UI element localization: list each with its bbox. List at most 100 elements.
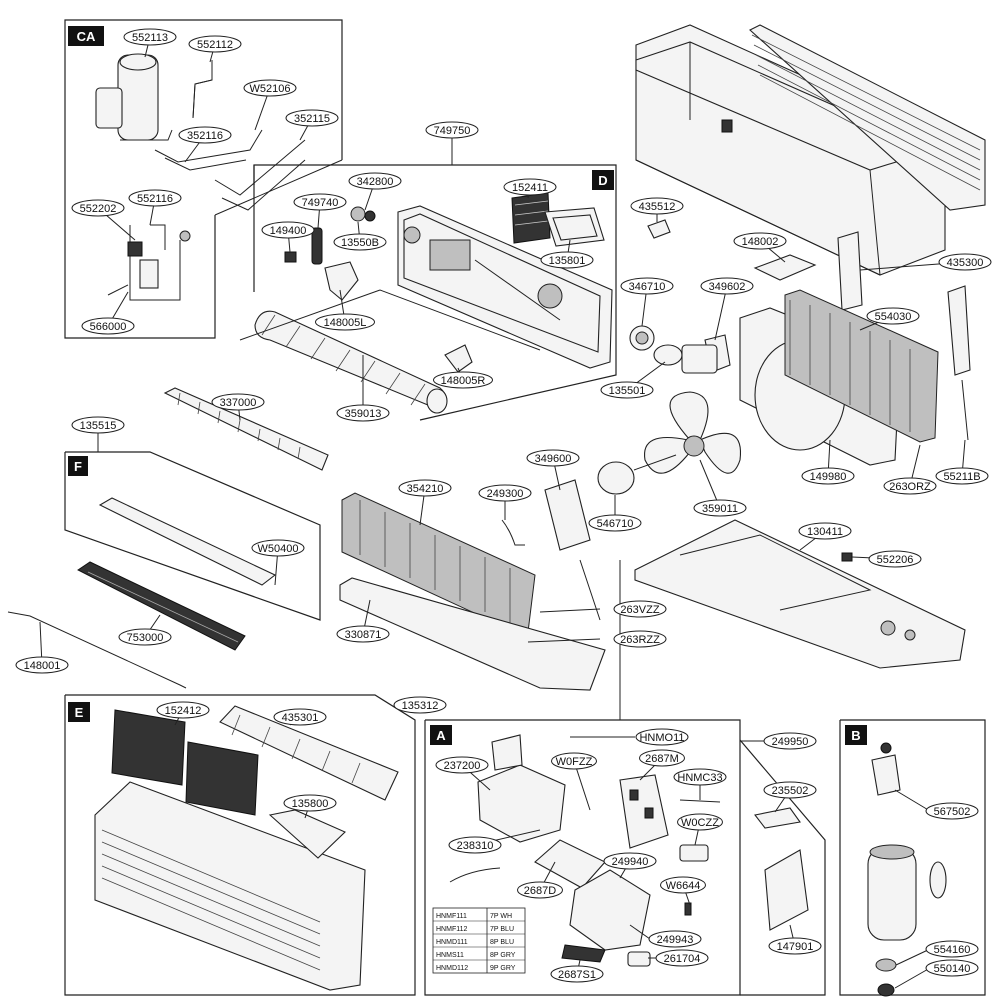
- callout-oval: [398, 479, 452, 497]
- callout-oval: [15, 656, 69, 674]
- section-tag-e: E: [75, 705, 84, 720]
- callout-label: 2687S1: [558, 969, 596, 981]
- callout-label: 249943: [657, 934, 694, 946]
- callout-130411: 130411: [798, 522, 852, 540]
- section-b-frame: [839, 719, 986, 996]
- callout-oval: [677, 813, 723, 831]
- callout-label: 554160: [934, 944, 971, 956]
- callout-label: 352115: [294, 113, 330, 125]
- callout-749740: 749740: [293, 193, 347, 211]
- callout-oval: [925, 940, 979, 958]
- callout-label: 346710: [629, 281, 666, 293]
- callout-label: 552113: [132, 32, 168, 44]
- callout-oval: [178, 126, 232, 144]
- callout-oval: [433, 371, 493, 389]
- callout-238310: 238310: [448, 836, 502, 854]
- callout-359013: 359013: [336, 404, 390, 422]
- harness-code-3: HNMS11: [436, 952, 464, 959]
- bracket-552206: [841, 552, 853, 562]
- callout-w0fzz: W0FZZ: [551, 752, 597, 770]
- callout-oval: [123, 28, 177, 46]
- callout-hnmo11: HNMO11: [635, 728, 689, 746]
- harness-code-0: HNMF111: [436, 913, 467, 920]
- bracket-148005R: [444, 344, 473, 373]
- callout-label: 2687D: [524, 885, 556, 897]
- blower-wheel-359013: [254, 310, 448, 414]
- callout-oval: [620, 277, 674, 295]
- callout-oval: [71, 199, 125, 217]
- filter-152412: [111, 709, 259, 816]
- callout-263orz: 263ORZ: [883, 477, 937, 495]
- fan-motor-546710: [597, 454, 677, 495]
- callout-label: 263VZZ: [620, 604, 659, 616]
- callout-label: W52106: [250, 83, 291, 95]
- callout-label: 135501: [609, 385, 646, 397]
- motor-mount-749740: [311, 227, 323, 265]
- callout-oval: [517, 881, 563, 899]
- callout-135312: 135312: [393, 696, 447, 714]
- callout-oval: [801, 467, 855, 485]
- callout-w52106: W52106: [243, 79, 297, 97]
- callout-label: W0FZZ: [556, 756, 593, 768]
- callout-oval: [693, 499, 747, 517]
- callout-oval: [283, 794, 337, 812]
- callout-label: 552202: [80, 203, 117, 215]
- callout-152412: 152412: [156, 701, 210, 719]
- callout-oval: [868, 550, 922, 568]
- callout-label: 152411: [512, 182, 548, 194]
- callout-label: 249940: [612, 856, 649, 868]
- callout-oval: [393, 696, 447, 714]
- callout-w50400: W50400: [251, 539, 305, 557]
- harness-code-4: HNMD112: [436, 965, 468, 972]
- callout-148005r: 148005R: [433, 371, 493, 389]
- panel-435300: [837, 231, 971, 376]
- callout-oval: [603, 852, 657, 870]
- callout-oval: [435, 756, 489, 774]
- callout-oval: [243, 79, 297, 97]
- evaporator-coil-354210: [341, 492, 536, 636]
- blower-housing-749750: [397, 205, 613, 369]
- grommet-554160: [875, 958, 897, 972]
- callout-label: 554030: [875, 311, 912, 323]
- callout-oval: [866, 307, 920, 325]
- base-pan-130411: [634, 519, 966, 669]
- callout-oval: [733, 232, 787, 250]
- grille-337000: [163, 387, 329, 471]
- callout-oval: [635, 728, 689, 746]
- callout-oval: [588, 514, 642, 532]
- callout-342800: 342800: [348, 172, 402, 190]
- callout-249940: 249940: [603, 852, 657, 870]
- callout-554030: 554030: [866, 307, 920, 325]
- callout-oval: [935, 467, 989, 485]
- callout-oval: [293, 193, 347, 211]
- callout-oval: [613, 600, 667, 618]
- callout-550140: 550140: [925, 959, 979, 977]
- callout-label: 550140: [934, 963, 971, 975]
- callout-oval: [336, 625, 390, 643]
- callout-label: 352116: [187, 130, 223, 142]
- callout-label: HNMO11: [639, 732, 684, 744]
- section-tag-ca: CA: [77, 29, 96, 44]
- panel-147901: [764, 849, 809, 931]
- callout-oval: [425, 121, 479, 139]
- callout-oval: [768, 937, 822, 955]
- callout-749750: 749750: [425, 121, 479, 139]
- callout-359011: 359011: [693, 499, 747, 517]
- fan-blade-359011: [643, 391, 742, 474]
- main-pcb-2687M: [619, 774, 669, 849]
- callout-oval: [261, 221, 315, 239]
- callout-oval: [673, 768, 727, 786]
- callout-oval: [540, 251, 594, 269]
- callout-label: 249300: [487, 488, 524, 500]
- callout-552112: 552112: [188, 35, 242, 53]
- callout-263vzz: 263VZZ: [613, 600, 667, 618]
- callout-label: 359011: [702, 503, 738, 515]
- callout-oval: [348, 172, 402, 190]
- callout-label: 249950: [772, 736, 809, 748]
- callout-oval: [118, 628, 172, 646]
- callout-249943: 249943: [648, 930, 702, 948]
- heater-753000: [77, 561, 246, 651]
- callout-oval: [315, 313, 375, 331]
- callout-w0czz: W0CZZ: [677, 813, 723, 831]
